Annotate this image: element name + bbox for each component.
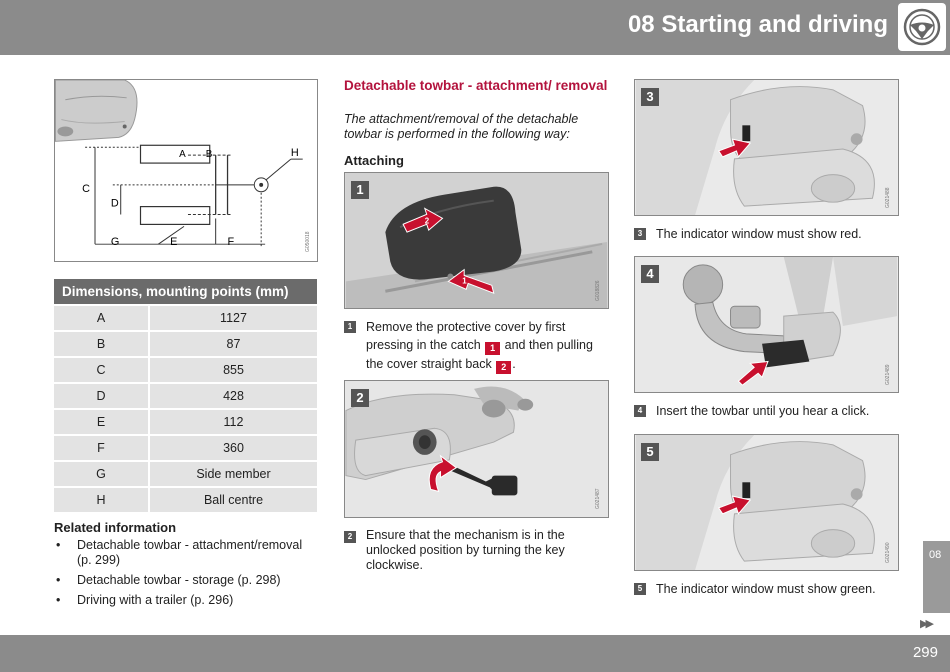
row-value: Ball centre xyxy=(150,488,317,512)
step-number: 3 xyxy=(634,228,646,240)
related-link[interactable]: Driving with a trailer (p. 296) xyxy=(54,593,319,608)
section-title: Detachable towbar - attachment/ removal xyxy=(344,78,608,93)
chapter-side-tab[interactable]: 08 xyxy=(923,541,950,613)
row-key: H xyxy=(54,488,150,512)
figure-code: G021489 xyxy=(885,364,891,385)
step-text: The indicator window must show green. xyxy=(656,582,876,596)
step-1-illustration: 2 1 1 G018826 xyxy=(344,172,609,309)
page-footer: 299 xyxy=(0,635,950,672)
row-key: E xyxy=(54,410,150,434)
related-link[interactable]: Detachable towbar - storage (p. 298) xyxy=(54,573,319,588)
step-4-illustration: 4 G021489 xyxy=(634,256,899,393)
related-info-list: Detachable towbar - attachment/removal (… xyxy=(54,538,319,613)
related-info-title: Related information xyxy=(54,520,177,535)
step-text: Ensure that the mechanism is in the unlo… xyxy=(366,528,565,572)
figure-code: G018826 xyxy=(595,280,601,301)
row-value: 87 xyxy=(150,332,317,356)
step-text-part: . xyxy=(512,357,516,371)
mounting-points-diagram: A B C D E F G H G050018 xyxy=(54,79,318,262)
related-link[interactable]: Detachable towbar - attachment/removal (… xyxy=(54,538,319,568)
pull-badge: 2 xyxy=(496,361,512,374)
row-value: 1127 xyxy=(150,306,317,330)
step-5-caption: 5 The indicator window must show green. xyxy=(634,580,899,598)
step-3-illustration: 3 G021488 xyxy=(634,79,899,216)
page-header: 08 Starting and driving xyxy=(0,0,950,55)
label-c: C xyxy=(82,183,90,195)
row-key: B xyxy=(54,332,150,356)
figure-code: G021487 xyxy=(595,488,601,509)
row-key: D xyxy=(54,384,150,408)
figure-number: 4 xyxy=(641,265,659,283)
step-number: 1 xyxy=(344,321,356,333)
page-number: 299 xyxy=(912,644,938,661)
figure-number: 5 xyxy=(641,443,659,461)
step-text: Insert the towbar until you hear a click… xyxy=(656,404,870,418)
row-key: A xyxy=(54,306,150,330)
step-number: 2 xyxy=(344,531,356,543)
label-d: D xyxy=(111,198,119,210)
figure-code: G021488 xyxy=(885,187,891,208)
step-text: The indicator window must show red. xyxy=(656,227,862,241)
side-tab-label: 08 xyxy=(929,549,942,561)
section-intro: The attachment/removal of the detachable… xyxy=(344,112,579,141)
svg-text:1: 1 xyxy=(462,276,467,285)
row-key: F xyxy=(54,436,150,460)
label-g: G xyxy=(111,236,119,248)
step-3-caption: 3 The indicator window must show red. xyxy=(634,225,899,243)
chapter-title: 08 Starting and driving xyxy=(627,11,888,38)
step-1-caption: 1 Remove the protective cover by first p… xyxy=(344,318,609,374)
attaching-subtitle: Attaching xyxy=(344,153,404,168)
figure-code: G021490 xyxy=(885,542,891,563)
catch-badge: 1 xyxy=(485,342,501,355)
figure-number: 1 xyxy=(351,181,369,199)
step-text-part: Remove the protective cover by first pre… xyxy=(366,320,566,352)
label-f: F xyxy=(228,236,235,248)
row-value: 112 xyxy=(150,410,317,434)
figure-code: G050018 xyxy=(305,231,311,252)
figure-number: 2 xyxy=(351,389,369,407)
row-key: C xyxy=(54,358,150,382)
step-5-illustration: 5 G021490 xyxy=(634,434,899,571)
label-h: H xyxy=(291,147,299,159)
step-2-caption: 2 Ensure that the mechanism is in the un… xyxy=(344,528,609,573)
label-a: A xyxy=(179,149,186,160)
row-value: Side member xyxy=(150,462,317,486)
steering-wheel-icon xyxy=(898,3,946,51)
step-4-caption: 4 Insert the towbar until you hear a cli… xyxy=(634,402,899,420)
step-text: Remove the protective cover by first pre… xyxy=(344,318,609,374)
row-key: G xyxy=(54,462,150,486)
step-number: 5 xyxy=(634,583,646,595)
row-value: 428 xyxy=(150,384,317,408)
table-title: Dimensions, mounting points (mm) xyxy=(54,279,317,304)
step-2-illustration: 2 G021487 xyxy=(344,380,609,518)
svg-text:2: 2 xyxy=(425,216,430,225)
double-arrow-right-icon[interactable]: ▶▶ xyxy=(920,618,934,630)
figure-number: 3 xyxy=(641,88,659,106)
step-number: 4 xyxy=(634,405,646,417)
row-value: 855 xyxy=(150,358,317,382)
step-text-part: and then pulling the cover straight back xyxy=(366,338,593,371)
label-b: B xyxy=(206,149,213,160)
label-e: E xyxy=(170,236,177,248)
row-value: 360 xyxy=(150,436,317,460)
